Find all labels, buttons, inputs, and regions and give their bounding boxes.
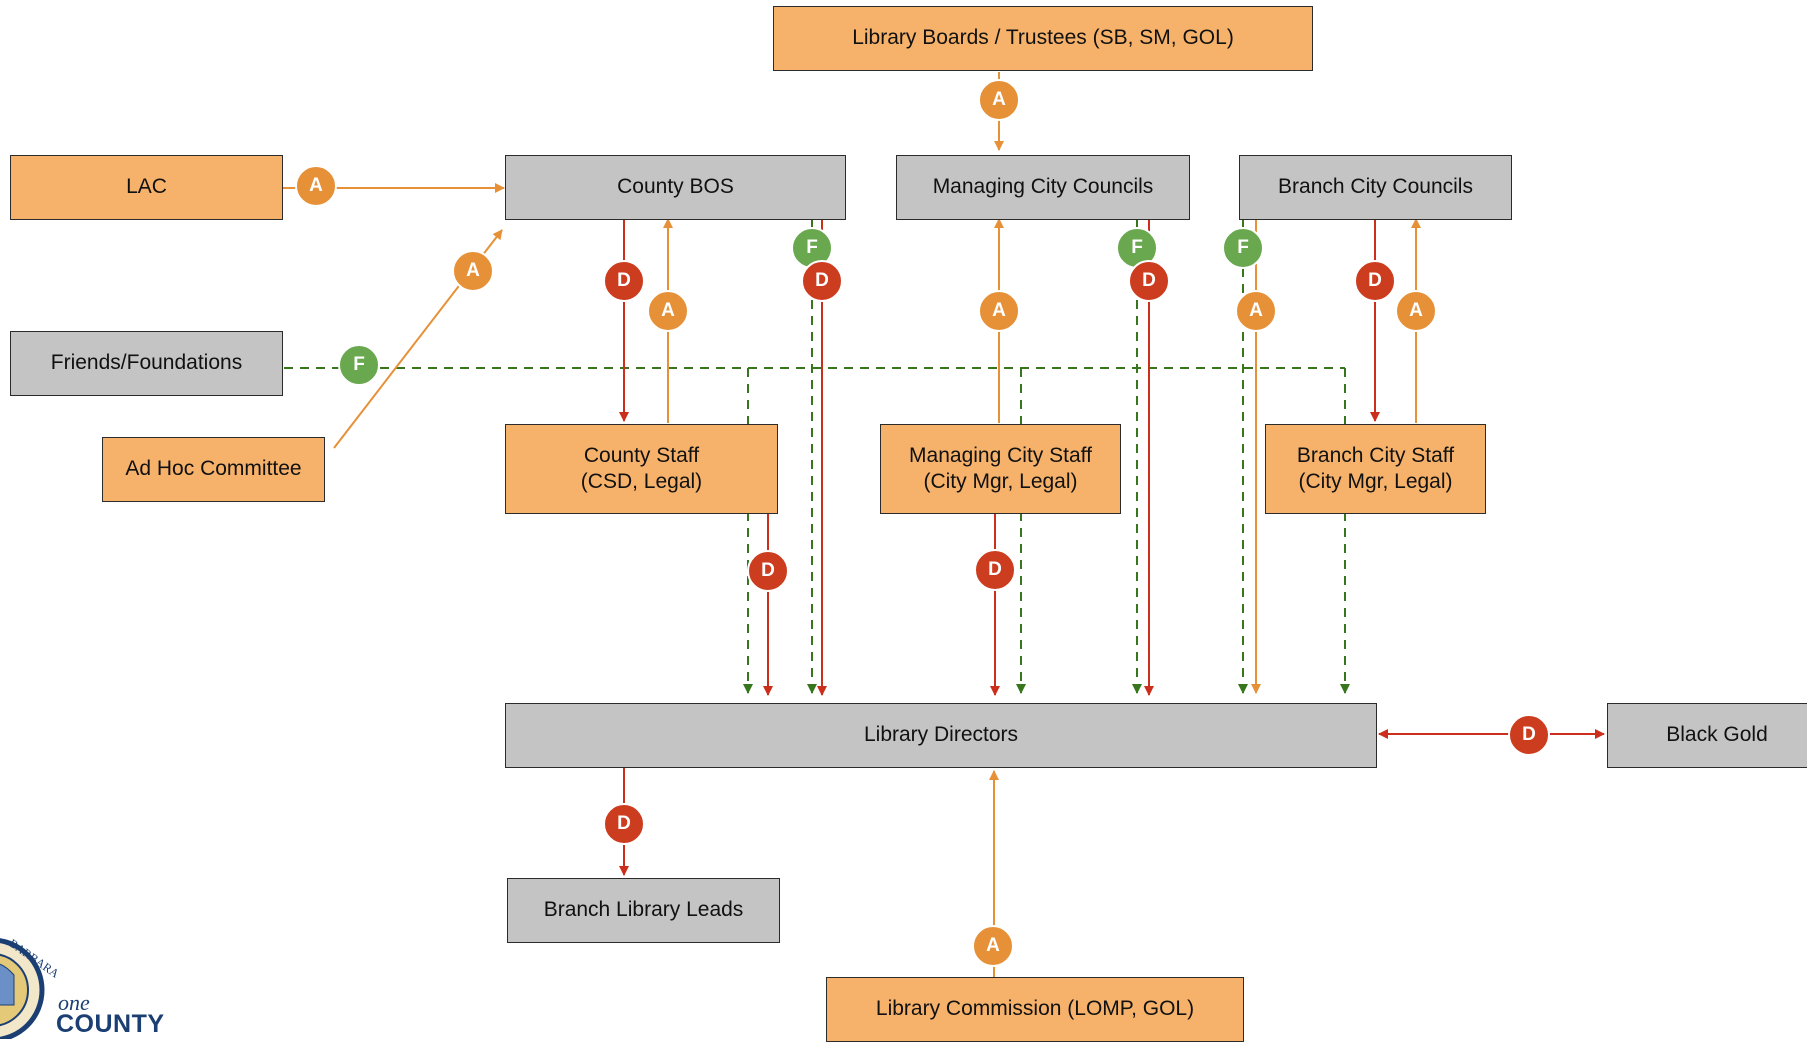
lac-box: LAC (10, 155, 283, 220)
direct-badge: D (747, 550, 789, 592)
ad-hoc-committee-box: Ad Hoc Committee (102, 437, 325, 502)
friends-foundations-box: Friends/Foundations (10, 331, 283, 396)
approve-badge: A (978, 79, 1020, 121)
funding-lines (284, 220, 1350, 694)
direct-badge: D (603, 260, 645, 302)
funding-badge: F (1116, 227, 1158, 269)
approve-badge: A (978, 290, 1020, 332)
funding-badge: F (1222, 227, 1264, 269)
library-boards-box: Library Boards / Trustees (SB, SM, GOL) (773, 6, 1313, 71)
branch-library-leads-box: Branch Library Leads (507, 878, 780, 943)
approve-badge: A (647, 290, 689, 332)
approve-badge: A (1235, 290, 1277, 332)
direct-badge: D (801, 260, 843, 302)
branch-city-staff-box: Branch City Staff (City Mgr, Legal) (1265, 424, 1486, 514)
branch-city-councils-box: Branch City Councils (1239, 155, 1512, 220)
approve-badge: A (452, 250, 494, 292)
direct-badge: D (1354, 260, 1396, 302)
county-seal-logo: BARBARA (0, 936, 62, 1039)
direct-badge: D (974, 549, 1016, 591)
direct-badge: D (603, 803, 645, 845)
library-commission-box: Library Commission (LOMP, GOL) (826, 977, 1244, 1042)
managing-city-councils-box: Managing City Councils (896, 155, 1190, 220)
direct-badge: D (1128, 260, 1170, 302)
approve-badge: A (295, 165, 337, 207)
direct-badge: D (1508, 714, 1550, 756)
managing-city-staff-box: Managing City Staff (City Mgr, Legal) (880, 424, 1121, 514)
library-directors-box: Library Directors (505, 703, 1377, 768)
direction-lines (619, 220, 1605, 876)
county-staff-box: County Staff (CSD, Legal) (505, 424, 778, 514)
funding-badge: F (338, 344, 380, 386)
logo-wordmark: COUNTY (56, 1010, 165, 1038)
approve-badge: A (972, 925, 1014, 967)
county-bos-box: County BOS (505, 155, 846, 220)
logo-tagline: one (58, 990, 90, 1015)
black-gold-box: Black Gold (1607, 703, 1807, 768)
approve-badge: A (1395, 290, 1437, 332)
